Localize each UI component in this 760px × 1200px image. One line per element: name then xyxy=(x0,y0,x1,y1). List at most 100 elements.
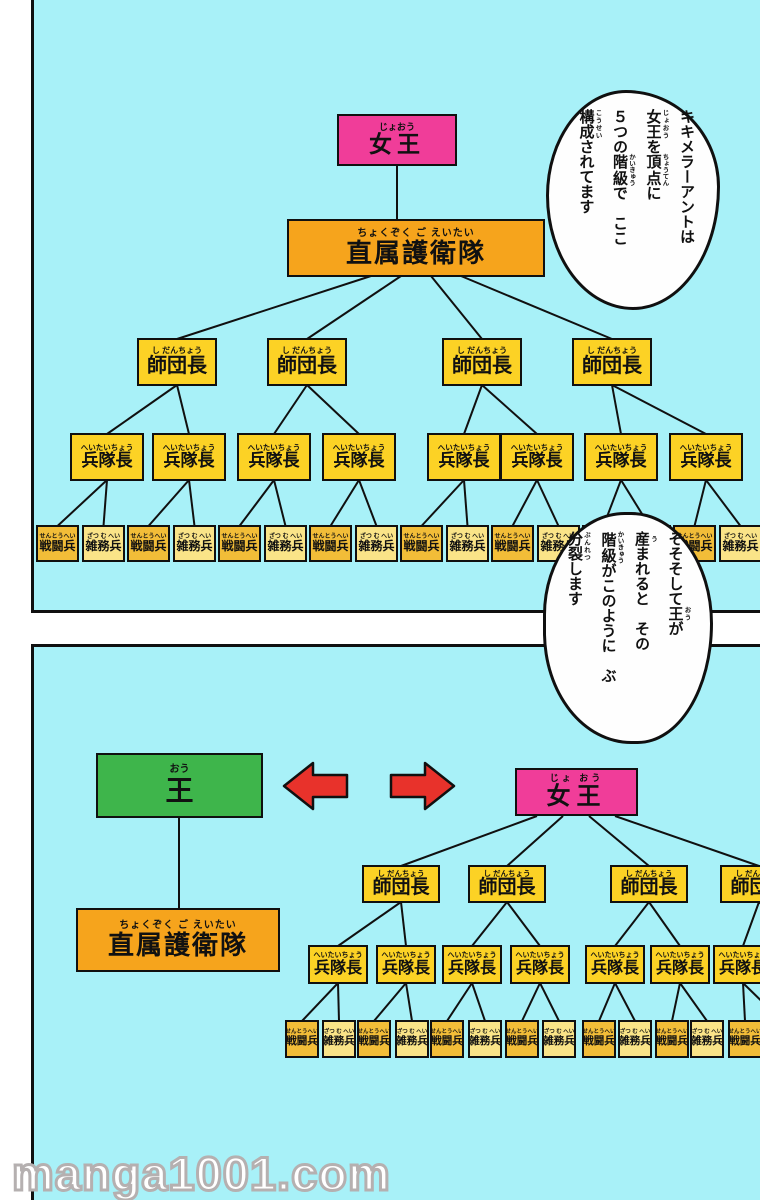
main-label: 兵隊長 xyxy=(590,959,639,977)
node-combat-soldier: せんとうへい戦闘兵 xyxy=(400,525,443,562)
main-label: 雑務兵 xyxy=(543,1035,575,1048)
furigana-label: おう xyxy=(169,763,190,775)
main-label: 師団長 xyxy=(372,876,430,898)
furigana-label: へいたいちょう xyxy=(594,442,648,452)
furigana-label: せんとうへい xyxy=(676,533,713,540)
bubble-text-line: ５つの階級かいきゅうで ここ xyxy=(611,109,635,246)
furigana-label: へいたいちょう xyxy=(447,952,497,960)
furigana-label: へいたいちょう xyxy=(313,952,363,960)
furigana-label: し だんちょう xyxy=(151,345,203,355)
node-combat-soldier: せんとうへい戦闘兵 xyxy=(728,1020,760,1058)
node-squadron-leader: し だんちょう師団長 xyxy=(442,338,522,386)
furigana-label: ざつ む へい xyxy=(543,1029,575,1036)
main-label: 雑務兵 xyxy=(358,539,395,554)
furigana-label: せんとうへい xyxy=(655,1029,689,1036)
speech-bubble-middle: そそそして王おうが産うまれると その階級かいきゅうがこのように ぶ分裂ぶんれつし… xyxy=(543,512,713,744)
main-label: 雑務兵 xyxy=(619,1035,651,1048)
furigana-label: へいたいちょう xyxy=(437,442,491,452)
furigana-label: せんとうへい xyxy=(130,533,167,540)
node-combat-soldier: せんとうへい戦闘兵 xyxy=(285,1020,319,1058)
speech-bubble-middle-text: そそそして王おうが産うまれると その階級かいきゅうがこのように ぶ分裂ぶんれつし… xyxy=(556,531,690,731)
furigana-label: ざつ む へい xyxy=(691,1029,723,1036)
main-label: 戦闘兵 xyxy=(656,1035,688,1048)
node-misc-soldier: ざつ む へい雑務兵 xyxy=(719,525,760,562)
node-misc-soldier: ざつ む へい雑務兵 xyxy=(355,525,398,562)
node-squad-leader: へいたいちょう兵隊長 xyxy=(70,433,144,481)
node-combat-soldier: せんとうへい戦闘兵 xyxy=(357,1020,391,1058)
furigana-label: へいたいちょう xyxy=(381,952,431,960)
furigana-label: せんとうへい xyxy=(582,1029,616,1036)
main-label: 兵隊長 xyxy=(655,959,704,977)
furigana-label: じょ おう xyxy=(549,773,604,784)
furigana-label: へいたいちょう xyxy=(332,442,386,452)
node-combat-soldier: せんとうへい戦闘兵 xyxy=(491,525,534,562)
main-label: 師団長 xyxy=(620,876,678,898)
furigana-label: ざつ む へい xyxy=(396,1029,428,1036)
main-label: 兵隊長 xyxy=(163,450,215,470)
main-label: 直属護衛隊 xyxy=(107,930,248,961)
furigana-label: へいたいちょう xyxy=(655,952,705,960)
furigana-label: せんとうへい xyxy=(505,1029,539,1036)
node-queen-top: じょおう 女王 xyxy=(337,114,457,166)
furigana-label: し だんちょう xyxy=(483,868,531,878)
node-misc-soldier: ざつ む へい雑務兵 xyxy=(446,525,489,562)
main-label: 兵隊長 xyxy=(447,959,496,977)
node-misc-soldier: ざつ む へい雑務兵 xyxy=(395,1020,429,1058)
furigana-label: せんとうへい xyxy=(285,1029,319,1036)
node-squad-leader: へいたいちょう兵隊長 xyxy=(585,945,645,984)
main-label: 兵隊長 xyxy=(81,450,133,470)
main-label: 師団長 xyxy=(478,876,536,898)
node-squadron-leader: し だんちょう師団長 xyxy=(137,338,217,386)
node-misc-soldier: ざつ む へい雑務兵 xyxy=(82,525,125,562)
node-combat-soldier: せんとうへい戦闘兵 xyxy=(36,525,79,562)
node-misc-soldier: ざつ む へい雑務兵 xyxy=(618,1020,652,1058)
node-squad-leader: へいたいちょう兵隊長 xyxy=(584,433,658,481)
main-label: 戦闘兵 xyxy=(286,1035,318,1048)
furigana-label: へいたいちょう xyxy=(162,442,216,452)
furigana-label: せんとうへい xyxy=(403,533,440,540)
node-squad-leader: へいたいちょう兵隊長 xyxy=(510,945,570,984)
node-combat-soldier: せんとうへい戦闘兵 xyxy=(582,1020,616,1058)
furigana-label: せんとうへい xyxy=(430,1029,464,1036)
node-squadron-leader: し だんちょう師団長 xyxy=(267,338,347,386)
furigana-label: せんとうへい xyxy=(494,533,531,540)
node-king: おう 王 xyxy=(96,753,263,818)
main-label: 戦闘兵 xyxy=(431,1035,463,1048)
main-label: 戦闘兵 xyxy=(39,539,76,554)
main-label: 戦闘兵 xyxy=(583,1035,615,1048)
node-misc-soldier: ざつ む へい雑務兵 xyxy=(173,525,216,562)
main-label: 師団長 xyxy=(277,354,337,377)
watermark: manga1001.com xyxy=(11,1146,392,1200)
node-royal-guard-top: ちょくぞく ご えいたい 直属護衛隊 xyxy=(287,219,545,277)
bubble-text-line: そそそして王おうが xyxy=(666,531,691,636)
furigana-label: せんとうへい xyxy=(728,1029,760,1036)
bubble-text-line: キキメラーアントは xyxy=(678,109,695,244)
node-misc-soldier: ざつ む へい雑務兵 xyxy=(468,1020,502,1058)
furigana-label: せんとうへい xyxy=(357,1029,391,1036)
furigana-label: せんとうへい xyxy=(221,533,258,540)
furigana-label: へいたいちょう xyxy=(515,952,565,960)
main-label: 戦闘兵 xyxy=(506,1035,538,1048)
node-combat-soldier: せんとうへい戦闘兵 xyxy=(430,1020,464,1058)
node-squad-leader: へいたいちょう兵隊長 xyxy=(308,945,368,984)
furigana-label: ざつ む へい xyxy=(723,533,758,540)
main-label: 兵隊長 xyxy=(248,450,300,470)
bubble-text-line: 構成こうせいされてます xyxy=(577,109,602,214)
node-squadron-leader: し だんちょう師団長 xyxy=(610,865,688,903)
furigana-label: ちょくぞく ご えいたい xyxy=(357,227,475,239)
furigana-label: せんとうへい xyxy=(39,533,76,540)
furigana-label: へいたいちょう xyxy=(80,442,134,452)
main-label: 女王 xyxy=(369,131,425,158)
node-squad-leader: へいたいちょう兵隊長 xyxy=(669,433,743,481)
main-label: 戦闘兵 xyxy=(221,539,258,554)
main-label: 戦闘兵 xyxy=(358,1035,390,1048)
furigana-label: ざつ む へい xyxy=(541,533,576,540)
main-label: 兵隊長 xyxy=(511,450,563,470)
node-misc-soldier: ざつ む へい雑務兵 xyxy=(264,525,307,562)
node-squadron-leader: し だんちょう師団長 xyxy=(572,338,652,386)
furigana-label: ざつ む へい xyxy=(323,1029,355,1036)
